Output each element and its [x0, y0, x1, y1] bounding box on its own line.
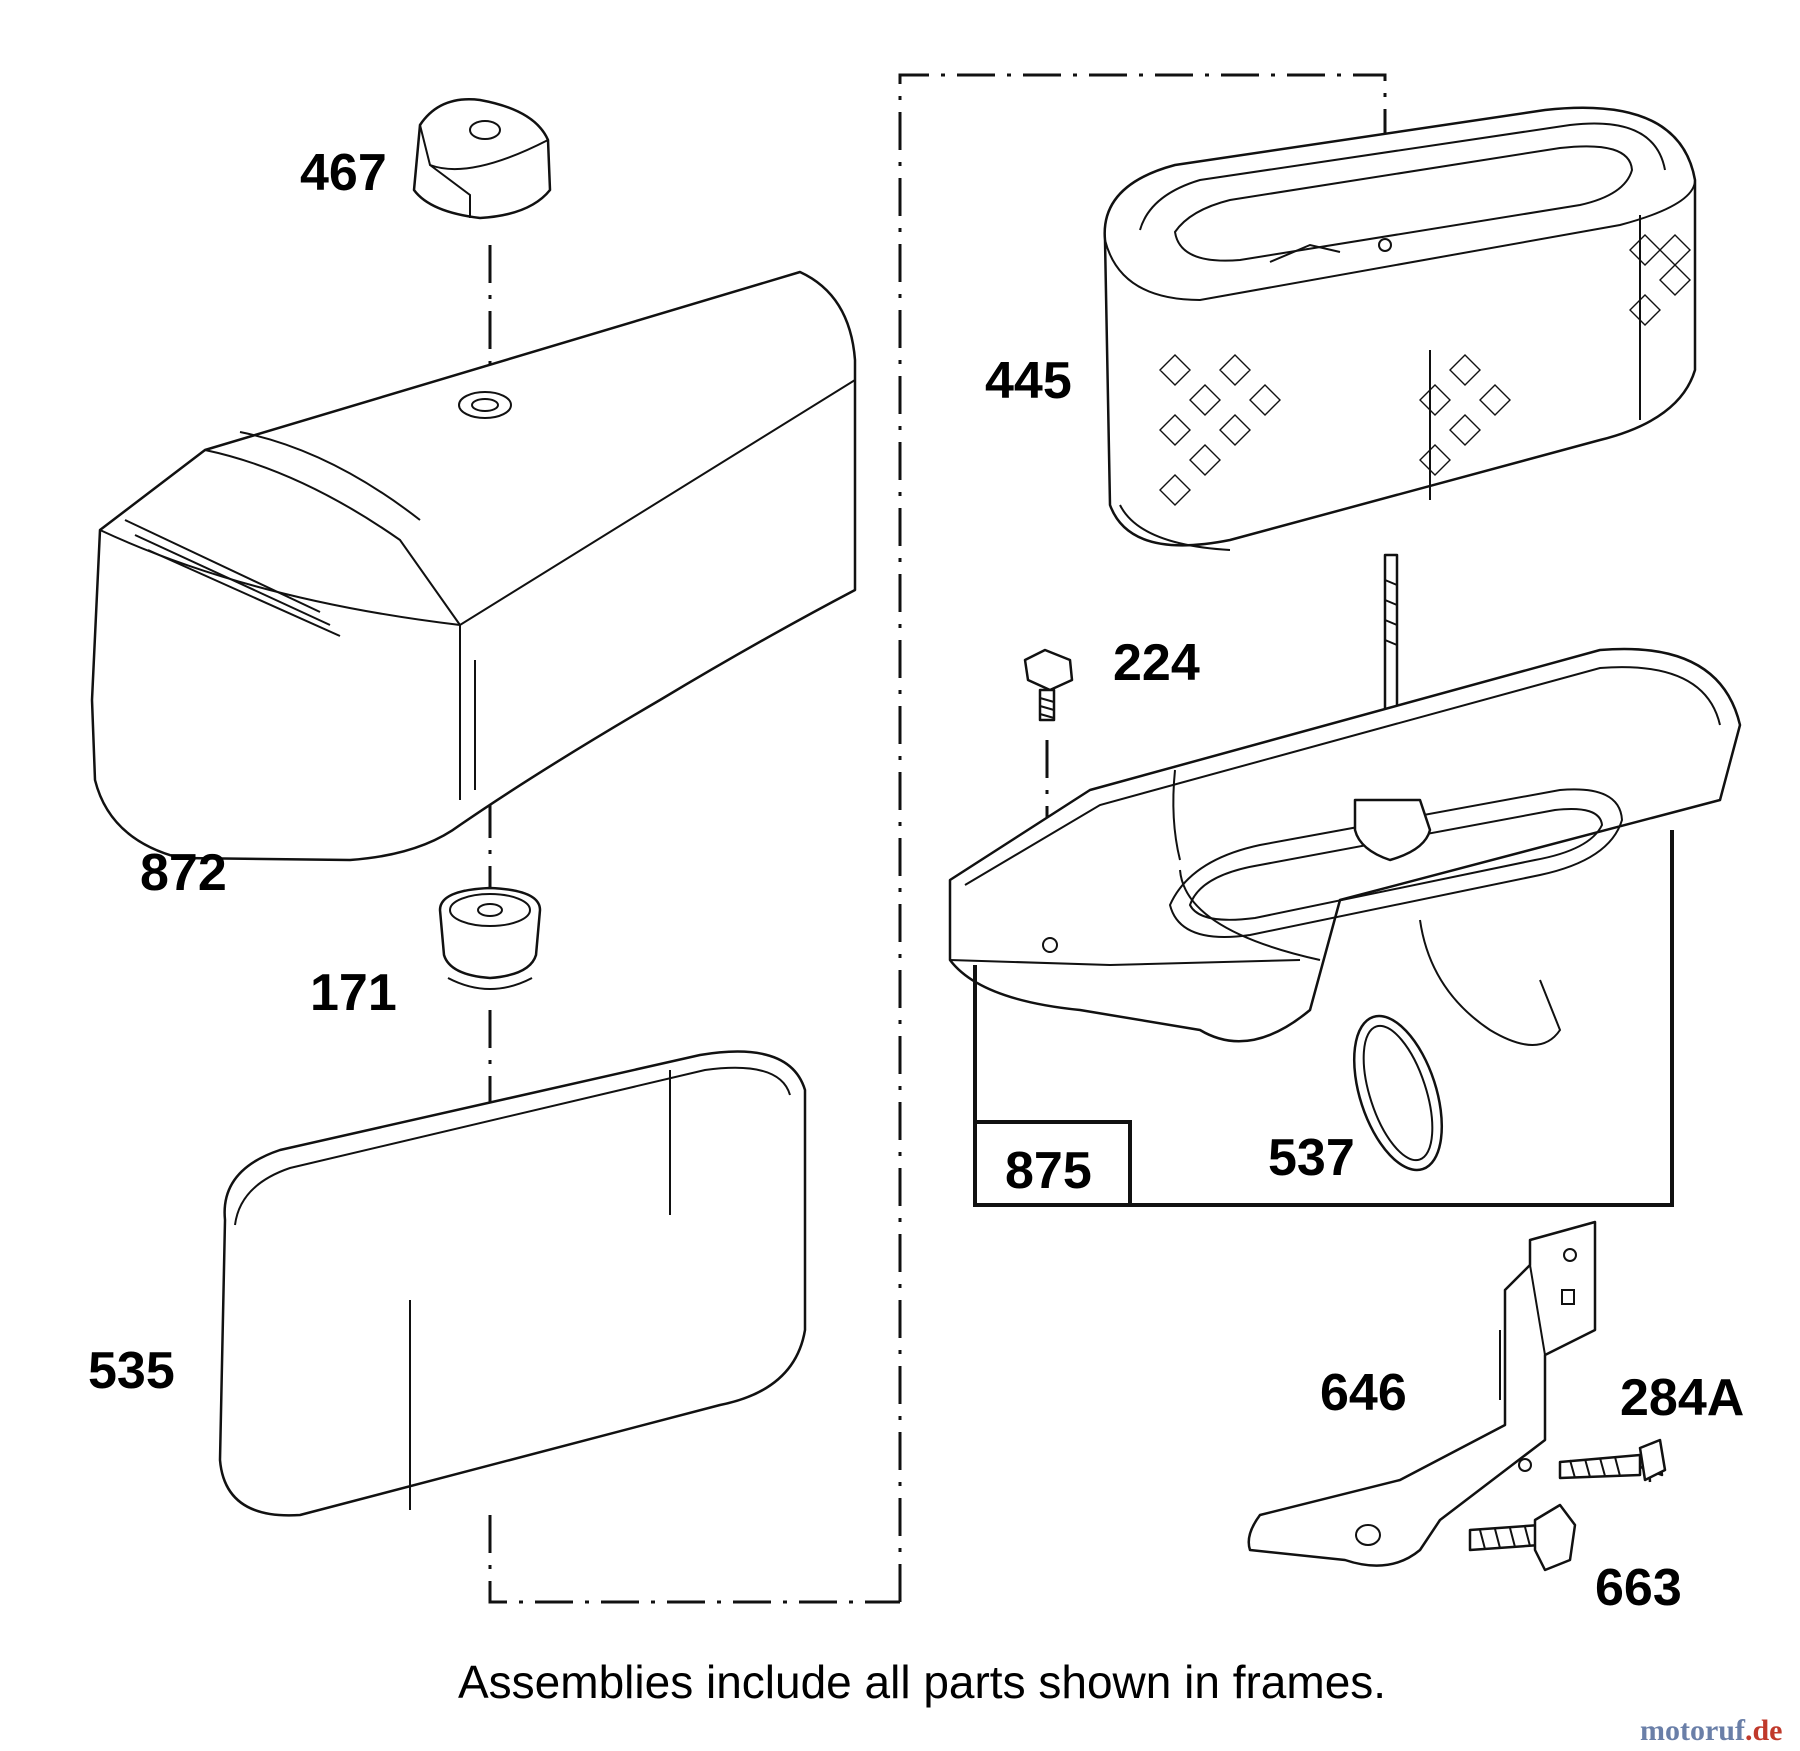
- base-assembly-875: [948, 647, 1742, 1046]
- callout-224: 224: [1113, 634, 1200, 692]
- callout-467: 467: [300, 144, 387, 202]
- callout-537: 537: [1268, 1129, 1355, 1187]
- screw-284A: [1558, 1438, 1667, 1483]
- callout-663: 663: [1595, 1559, 1682, 1617]
- cartridge-filter-445: [1103, 106, 1697, 551]
- watermark-logo: motoruf.de: [1640, 1714, 1782, 1747]
- screw-663: [1468, 1503, 1577, 1572]
- callout-535: 535: [88, 1342, 175, 1400]
- assembly-frame-875: [973, 830, 1674, 1207]
- screw-224: [1023, 648, 1074, 722]
- cover-872: [90, 270, 857, 862]
- callout-875: 875: [1005, 1142, 1092, 1200]
- callout-171: 171: [310, 964, 397, 1022]
- svg-text:motoruf.de: motoruf.de: [1640, 1714, 1782, 1747]
- assembly-footnote: Assemblies include all parts shown in fr…: [458, 1656, 1386, 1708]
- callouts: 467 872 171 535 445 224 875 537 646 284A…: [88, 144, 1744, 1617]
- callout-445: 445: [985, 352, 1072, 410]
- grommet-171: [438, 886, 542, 990]
- precleaner-535: [218, 1050, 807, 1517]
- callout-872: 872: [140, 844, 227, 902]
- callout-284A: 284A: [1620, 1369, 1744, 1427]
- callout-646: 646: [1320, 1364, 1407, 1422]
- knob-467: [412, 98, 552, 220]
- o-ring-537: [1352, 1014, 1444, 1172]
- bracket-646: [1247, 1220, 1597, 1567]
